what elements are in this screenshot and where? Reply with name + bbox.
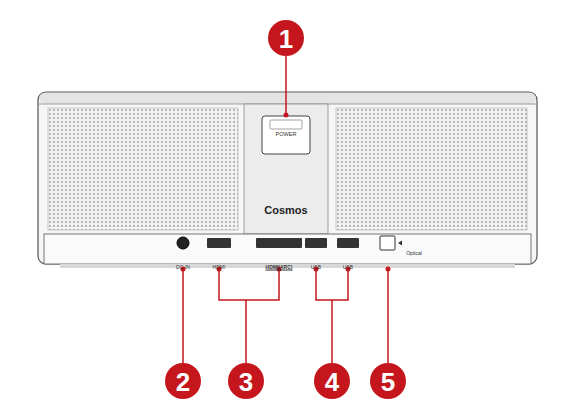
speaker-grille: [336, 108, 527, 230]
callout-number: 1: [279, 26, 293, 52]
port-band: [44, 234, 531, 264]
speaker-grille: [48, 108, 238, 230]
brand-name: Cosmos: [264, 205, 307, 216]
usb-port: [305, 238, 327, 248]
optical-arrow: [398, 241, 402, 246]
callout-number: 5: [381, 369, 395, 395]
top-rim: [39, 93, 536, 104]
port-label: Optical: [406, 251, 422, 256]
center-panel: [244, 104, 328, 234]
callout-number: 3: [239, 369, 253, 395]
button-label: POWER: [276, 132, 297, 138]
port-label: USB: [343, 265, 353, 270]
power-label-frame: [270, 120, 302, 129]
port-label: DC-IN: [176, 265, 190, 270]
projector-body: [38, 92, 537, 264]
hdmi-port: [207, 238, 231, 248]
port-label: USB: [311, 265, 321, 270]
leader-dots: [181, 113, 391, 272]
power-button: [262, 116, 310, 154]
callout-number: 2: [176, 369, 190, 395]
hdmi-arc-port: [256, 238, 302, 248]
callout-number: 4: [325, 369, 339, 395]
dc-port: [177, 237, 189, 249]
callout-circles: [165, 20, 406, 399]
usb-port: [337, 238, 359, 248]
optical-port: [380, 236, 395, 250]
port-label: HDMI: [213, 265, 226, 270]
leader-lines: [183, 56, 388, 363]
port-label: HDMI(ARC): [266, 265, 293, 270]
